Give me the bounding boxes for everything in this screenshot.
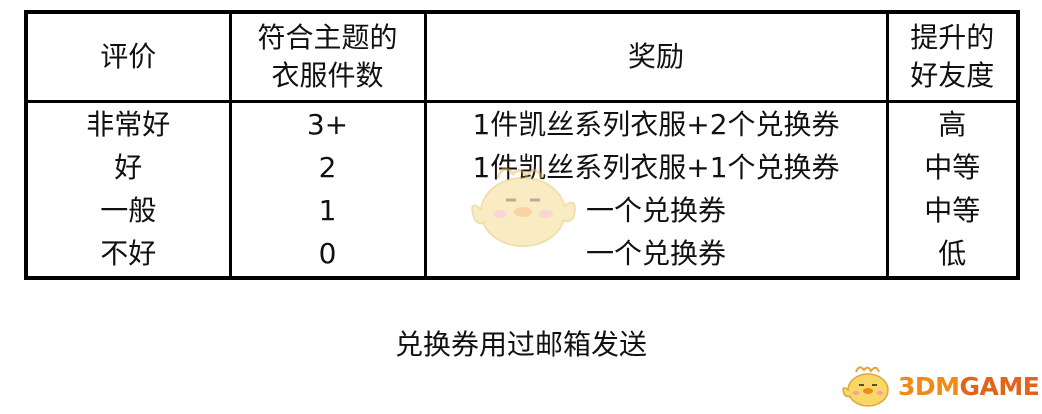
cell-rating: 不好	[100, 237, 157, 271]
cell-rating: 非常好	[86, 107, 171, 141]
table-row: 一般 1 一个兑换券 中等	[28, 189, 1016, 233]
header-reward: 奖励	[423, 14, 887, 103]
cell-favor: 高	[885, 101, 1016, 147]
chick-mascot-icon	[842, 366, 889, 407]
table-row: 不好 0 一个兑换券 低	[28, 232, 1016, 276]
table-header-row: 评价 符合主题的 衣服件数 奖励 提升的 好友度	[28, 14, 1016, 103]
table-row: 非常好 3+ 1件凯丝系列衣服+2个兑换券 高	[28, 101, 1016, 147]
cell-count: 0	[228, 232, 425, 276]
header-favor-line1: 提升的	[910, 21, 995, 54]
cell-count: 3+	[228, 101, 425, 147]
cell-rating: 一般	[100, 194, 157, 228]
cell-favor: 中等	[885, 189, 1016, 233]
watermark-3dmgame: 3DMGAME	[842, 364, 1040, 410]
cell-reward: 一个兑换券	[423, 189, 887, 233]
cell-rating: 好	[114, 150, 143, 184]
cell-favor: 中等	[885, 146, 1016, 190]
header-count: 符合主题的 衣服件数	[228, 14, 425, 103]
cell-count: 1	[228, 189, 425, 233]
header-rating-label: 评价	[100, 40, 157, 73]
cell-favor: 低	[885, 232, 1016, 276]
header-favor: 提升的 好友度	[885, 14, 1016, 103]
watermark-brand-game: GAME	[959, 372, 1040, 401]
table-row: 好 2 1件凯丝系列衣服+1个兑换券 中等	[28, 146, 1016, 190]
header-favor-line2: 好友度	[910, 59, 995, 92]
watermark-brand: 3DMGAME	[898, 372, 1040, 401]
header-count-line1: 符合主题的	[257, 21, 398, 54]
watermark-brand-3d: 3DM	[898, 372, 960, 401]
cell-reward: 一个兑换券	[423, 232, 887, 276]
header-count-line2: 衣服件数	[271, 59, 384, 92]
header-rating: 评价	[28, 14, 230, 103]
footer-note: 兑换券用过邮箱发送	[394, 328, 647, 361]
reward-table-frame: 评价 符合主题的 衣服件数 奖励 提升的 好友度	[24, 10, 1020, 280]
cell-count: 2	[228, 146, 425, 190]
reward-table: 评价 符合主题的 衣服件数 奖励 提升的 好友度	[28, 14, 1016, 276]
cell-reward: 1件凯丝系列衣服+1个兑换券	[423, 146, 887, 190]
cell-reward: 1件凯丝系列衣服+2个兑换券	[423, 101, 887, 147]
header-reward-label: 奖励	[627, 40, 684, 73]
